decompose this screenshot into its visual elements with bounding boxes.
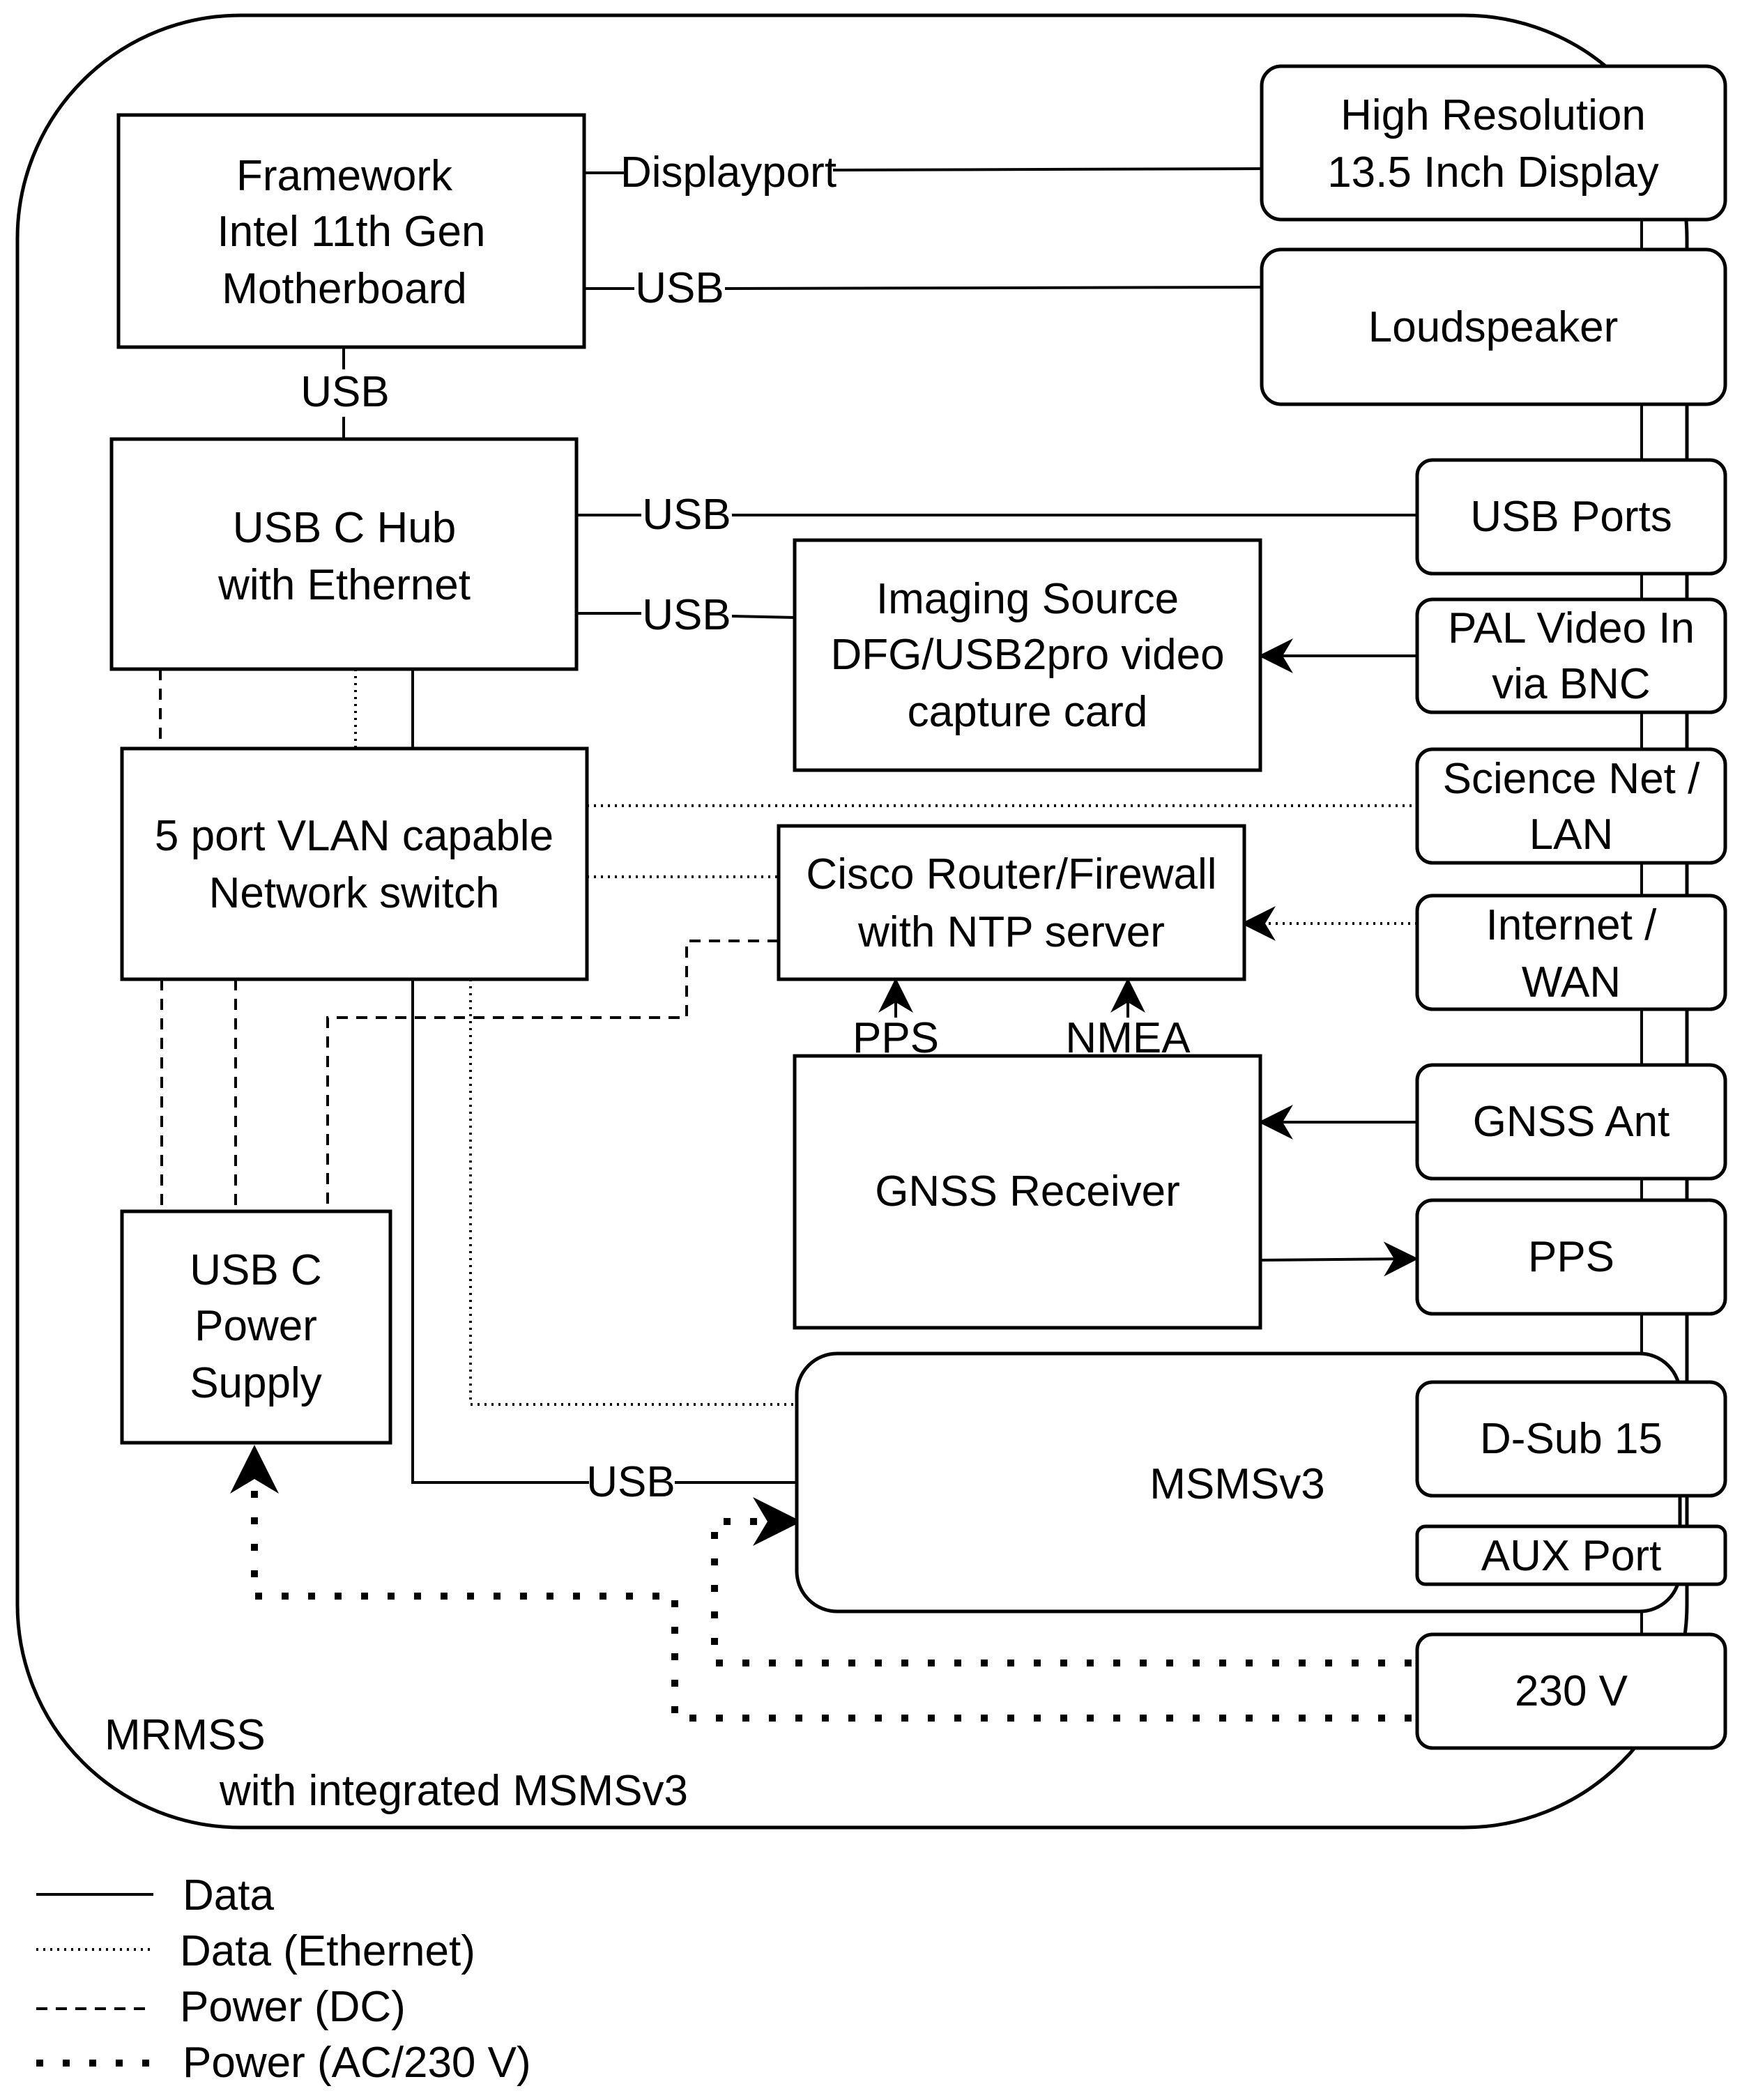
power-supply-box: USB C Power Supply [120,1209,392,1445]
svg-text:USB C Hub: USB C Hub [233,504,456,552]
router-box: Cisco Router/Firewall with NTP server [777,824,1246,981]
svg-text:Intel 11th Gen: Intel 11th Gen [217,208,486,256]
svg-text:Motherboard: Motherboard [222,265,467,313]
svg-text:Loudspeaker: Loudspeaker [1368,303,1619,351]
svg-text:Framework: Framework [236,152,453,200]
displayport-label: Displayport [620,148,836,197]
usb-hub-capture-connection-right [731,615,795,619]
svg-text:with NTP server: with NTP server [857,908,1165,956]
mains-psu-ac [230,1445,1412,1722]
usb-speaker-connection-right [724,286,1262,290]
loudspeaker-box: Loudspeaker [1260,247,1727,406]
svg-text:USB C: USB C [190,1246,321,1294]
switch-msms-ethernet [469,979,797,1406]
svg-text:PAL Video In: PAL Video In [1448,604,1695,652]
legend-dc-label: Power (DC) [180,1983,406,2031]
dsub-box: D-Sub 15 [1415,1380,1727,1498]
enclosure-title: MRMSS [105,1711,266,1759]
svg-text:capture card: capture card [908,688,1148,736]
svg-text:WAN: WAN [1522,958,1621,1006]
svg-text:Network switch: Network switch [209,869,500,917]
svg-text:Supply: Supply [190,1359,322,1407]
svg-text:via BNC: via BNC [1492,660,1650,708]
svg-text:GNSS Ant: GNSS Ant [1473,1098,1670,1146]
svg-text:Imaging Source: Imaging Source [876,575,1179,623]
gnss-ant-box: GNSS Ant [1415,1063,1727,1181]
svg-text:LAN: LAN [1529,811,1614,859]
router-psu-dc [326,940,779,1211]
svg-text:5 port VLAN capable: 5 port VLAN capable [155,812,553,860]
receiver-pps-arrow [1260,1241,1419,1277]
pal-video-box: PAL Video In via BNC [1415,597,1727,714]
svg-text:230 V: 230 V [1515,1667,1628,1715]
legend-ac-label: Power (AC/230 V) [183,2039,531,2087]
capture-card-box: Imaging Source DFG/USB2pro video capture… [793,538,1262,772]
svg-text:Power: Power [194,1302,317,1350]
internet-box: Internet / WAN [1415,894,1727,1011]
svg-text:Science Net /: Science Net / [1443,755,1701,803]
usb-ports-box: USB Ports [1415,458,1727,576]
legend-ethernet-label: Data (Ethernet) [180,1927,475,1975]
legend: Data Data (Ethernet) Power (DC) Power (A… [36,1871,531,2087]
svg-text:Cisco Router/Firewall: Cisco Router/Firewall [806,850,1216,898]
mains-msms-ac [711,1497,1412,1666]
science-net-box: Science Net / LAN [1415,747,1727,865]
mains-box: 230 V [1415,1632,1727,1750]
motherboard-box: Framework Intel 11th Gen Motherboard [116,113,586,349]
usb-hub-box: USB C Hub with Ethernet [109,437,579,671]
usb-mb-hub-label: USB [300,368,389,416]
switch-msms-usb-left [411,979,589,1484]
svg-text:13.5 Inch Display: 13.5 Inch Display [1327,148,1659,197]
svg-text:USB Ports: USB Ports [1470,493,1672,541]
connections [159,167,1419,1722]
svg-text:AUX Port: AUX Port [1481,1532,1661,1580]
legend-data-label: Data [183,1871,274,1919]
enclosure-subtitle: with integrated MSMSv3 [219,1767,688,1815]
usb-speaker-label: USB [635,264,724,312]
aux-port-box: AUX Port [1415,1524,1727,1586]
usb-msms-label: USB [586,1458,675,1506]
svg-text:Internet /: Internet / [1486,901,1657,949]
svg-text:D-Sub 15: D-Sub 15 [1480,1415,1663,1463]
svg-text:High Resolution: High Resolution [1340,91,1646,139]
displayport-connection-right [832,167,1262,171]
usb-hub-capture-label: USB [642,591,731,639]
svg-text:GNSS Receiver: GNSS Receiver [875,1167,1180,1216]
network-switch-box: 5 port VLAN capable Network switch [120,746,589,981]
svg-text:MSMSv3: MSMSv3 [1149,1460,1324,1508]
pps-port-box: PPS [1415,1198,1727,1316]
usb-hub-ports-label: USB [642,491,731,539]
svg-text:with Ethernet: with Ethernet [217,561,471,609]
svg-text:PPS: PPS [1528,1233,1614,1281]
display-box: High Resolution 13.5 Inch Display [1260,64,1727,222]
svg-text:DFG/USB2pro video: DFG/USB2pro video [830,631,1224,679]
gnss-receiver-box: GNSS Receiver [793,1054,1262,1330]
